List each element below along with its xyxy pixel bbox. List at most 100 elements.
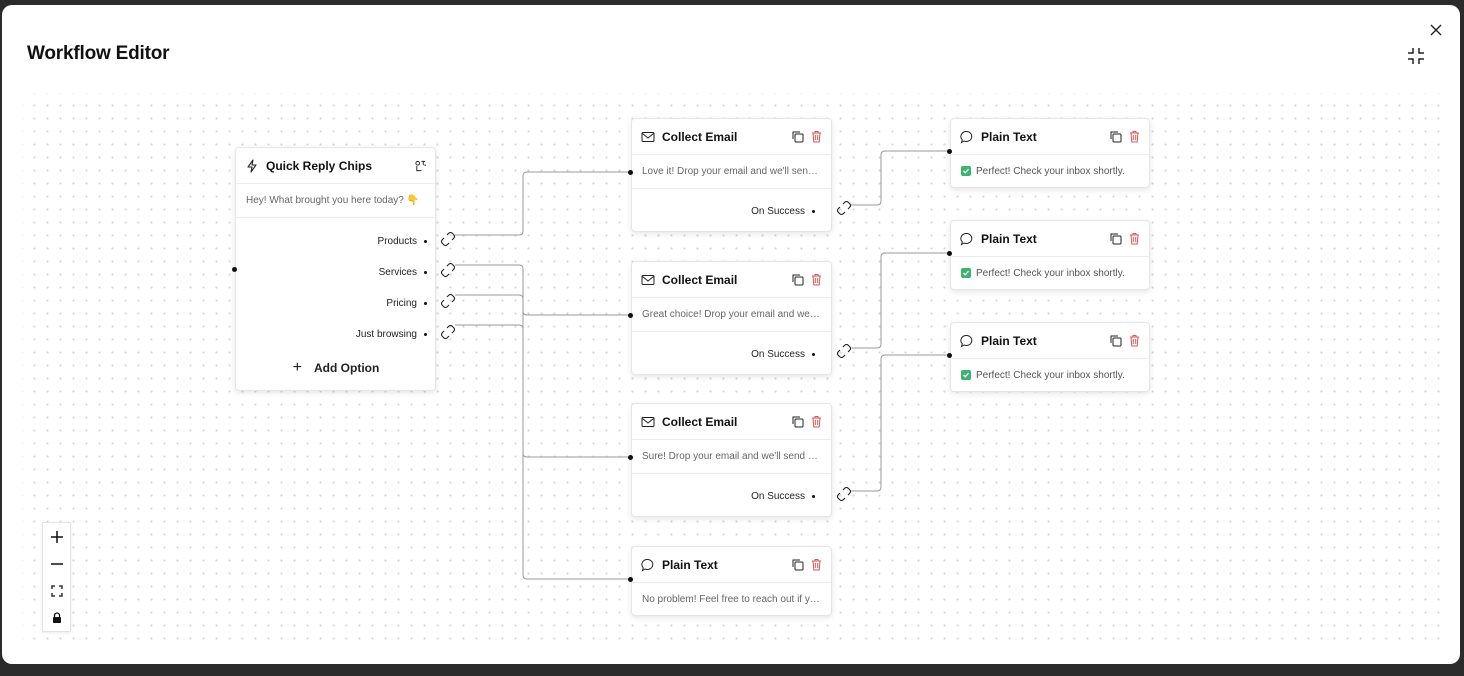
delete-button[interactable]: [810, 130, 823, 143]
node-settings-icon: [415, 160, 426, 172]
node-message-row: Perfect! Check your inbox shortly.: [951, 257, 1149, 289]
node-title: Plain Text: [981, 129, 1037, 144]
trash-icon: [812, 416, 821, 428]
on-success-label: On Success: [751, 205, 805, 217]
trash-icon: [1130, 335, 1139, 347]
plain-text-node[interactable]: Plain Text Perfect! Check your inbox sho…: [950, 322, 1150, 392]
on-success-row: On Success: [632, 332, 831, 376]
trash-icon: [812, 559, 821, 571]
check-icon: [961, 268, 971, 278]
collect-email-node[interactable]: Collect Email Love it! Drop your email a…: [631, 118, 832, 232]
on-success-row: On Success: [632, 474, 831, 518]
on-success-row: On Success: [632, 189, 831, 233]
duplicate-button[interactable]: [1109, 232, 1122, 245]
copy-icon: [1110, 335, 1122, 347]
trash-icon: [1130, 131, 1139, 143]
delete-button[interactable]: [1128, 130, 1141, 143]
duplicate-button[interactable]: [1109, 334, 1122, 347]
quick-reply-node[interactable]: Quick Reply Chips Hey! What brought you …: [235, 147, 436, 391]
delete-button[interactable]: [1128, 334, 1141, 347]
node-title: Collect Email: [662, 129, 738, 144]
duplicate-button[interactable]: [791, 130, 804, 143]
duplicate-button[interactable]: [791, 415, 804, 428]
node-title: Plain Text: [981, 333, 1037, 348]
option-row-products: Products: [378, 236, 435, 247]
node-message: Perfect! Check your inbox shortly.: [976, 165, 1125, 177]
node-message: Perfect! Check your inbox shortly.: [976, 267, 1125, 279]
node-message: Great choice! Drop your email and we'll …: [632, 298, 831, 332]
collapse-button[interactable]: [1405, 45, 1427, 67]
link-icon[interactable]: [837, 201, 851, 215]
check-icon: [961, 166, 971, 176]
node-message: Perfect! Check your inbox shortly.: [976, 369, 1125, 381]
collect-email-input-handle[interactable]: [628, 455, 633, 460]
workflow-editor-modal: Workflow Editor Quick Reply Chips: [2, 5, 1460, 664]
collect-email-node[interactable]: Collect Email Sure! Drop your email and …: [631, 403, 832, 517]
zoom-in-button[interactable]: [43, 523, 70, 550]
chat-bubble-icon: [641, 558, 655, 572]
copy-icon: [1110, 131, 1122, 143]
on-success-label: On Success: [751, 490, 805, 502]
chat-bubble-icon: [960, 232, 974, 246]
plain-text-input-handle[interactable]: [947, 251, 952, 256]
plain-text-input-handle[interactable]: [628, 577, 633, 582]
link-icon[interactable]: [441, 263, 455, 277]
duplicate-button[interactable]: [1109, 130, 1122, 143]
link-icon[interactable]: [441, 294, 455, 308]
collect-email-input-handle[interactable]: [628, 313, 633, 318]
node-message: Hey! What brought you here today? 👇: [236, 184, 435, 218]
node-title: Quick Reply Chips: [266, 158, 373, 173]
option-row-services: Services: [379, 267, 435, 278]
link-icon[interactable]: [441, 325, 455, 339]
link-icon[interactable]: [837, 487, 851, 501]
copy-icon: [1110, 233, 1122, 245]
trash-icon: [812, 131, 821, 143]
duplicate-button[interactable]: [791, 558, 804, 571]
chat-bubble-icon: [960, 130, 974, 144]
plus-icon: [50, 530, 63, 543]
node-message: Sure! Drop your email and we'll send our…: [632, 440, 831, 474]
chat-bubble-icon: [960, 334, 974, 348]
copy-icon: [792, 559, 804, 571]
collect-email-node[interactable]: Collect Email Great choice! Drop your em…: [631, 261, 832, 375]
quick-reply-input-handle[interactable]: [232, 267, 237, 272]
plain-text-input-handle[interactable]: [947, 353, 952, 358]
node-title: Collect Email: [662, 272, 738, 287]
node-settings-button[interactable]: [414, 159, 427, 172]
check-icon: [961, 370, 971, 380]
delete-button[interactable]: [810, 415, 823, 428]
option-label: Products: [377, 236, 417, 247]
node-message-row: Perfect! Check your inbox shortly.: [951, 155, 1149, 187]
copy-icon: [792, 131, 804, 143]
lock-button[interactable]: [43, 604, 70, 631]
plain-text-node[interactable]: Plain Text Perfect! Check your inbox sho…: [950, 220, 1150, 290]
collect-email-input-handle[interactable]: [628, 170, 633, 175]
zoom-out-button[interactable]: [43, 550, 70, 577]
plus-icon: +: [292, 359, 302, 376]
node-title: Collect Email: [662, 414, 738, 429]
duplicate-button[interactable]: [791, 273, 804, 286]
node-title: Plain Text: [981, 231, 1037, 246]
link-icon[interactable]: [837, 344, 851, 358]
trash-icon: [812, 274, 821, 286]
canvas-controls: [42, 522, 71, 632]
link-icon[interactable]: [441, 232, 455, 246]
plain-text-input-handle[interactable]: [947, 149, 952, 154]
lock-icon: [52, 611, 61, 623]
close-icon: [1430, 24, 1442, 36]
fit-view-button[interactable]: [43, 577, 70, 604]
delete-button[interactable]: [1128, 232, 1141, 245]
minus-icon: [50, 562, 63, 565]
mail-icon: [641, 130, 655, 144]
plain-text-node[interactable]: Plain Text No problem! Feel free to reac…: [631, 546, 832, 616]
delete-button[interactable]: [810, 558, 823, 571]
mail-icon: [641, 273, 655, 287]
delete-button[interactable]: [810, 273, 823, 286]
close-button[interactable]: [1426, 20, 1446, 40]
collapse-icon: [1408, 48, 1424, 64]
node-message: No problem! Feel free to reach out if yo…: [642, 594, 831, 605]
plain-text-node[interactable]: Plain Text Perfect! Check your inbox sho…: [950, 118, 1150, 188]
add-option-button[interactable]: + Add Option: [236, 356, 436, 380]
trash-icon: [1130, 233, 1139, 245]
node-message-row: Perfect! Check your inbox shortly.: [951, 359, 1149, 391]
